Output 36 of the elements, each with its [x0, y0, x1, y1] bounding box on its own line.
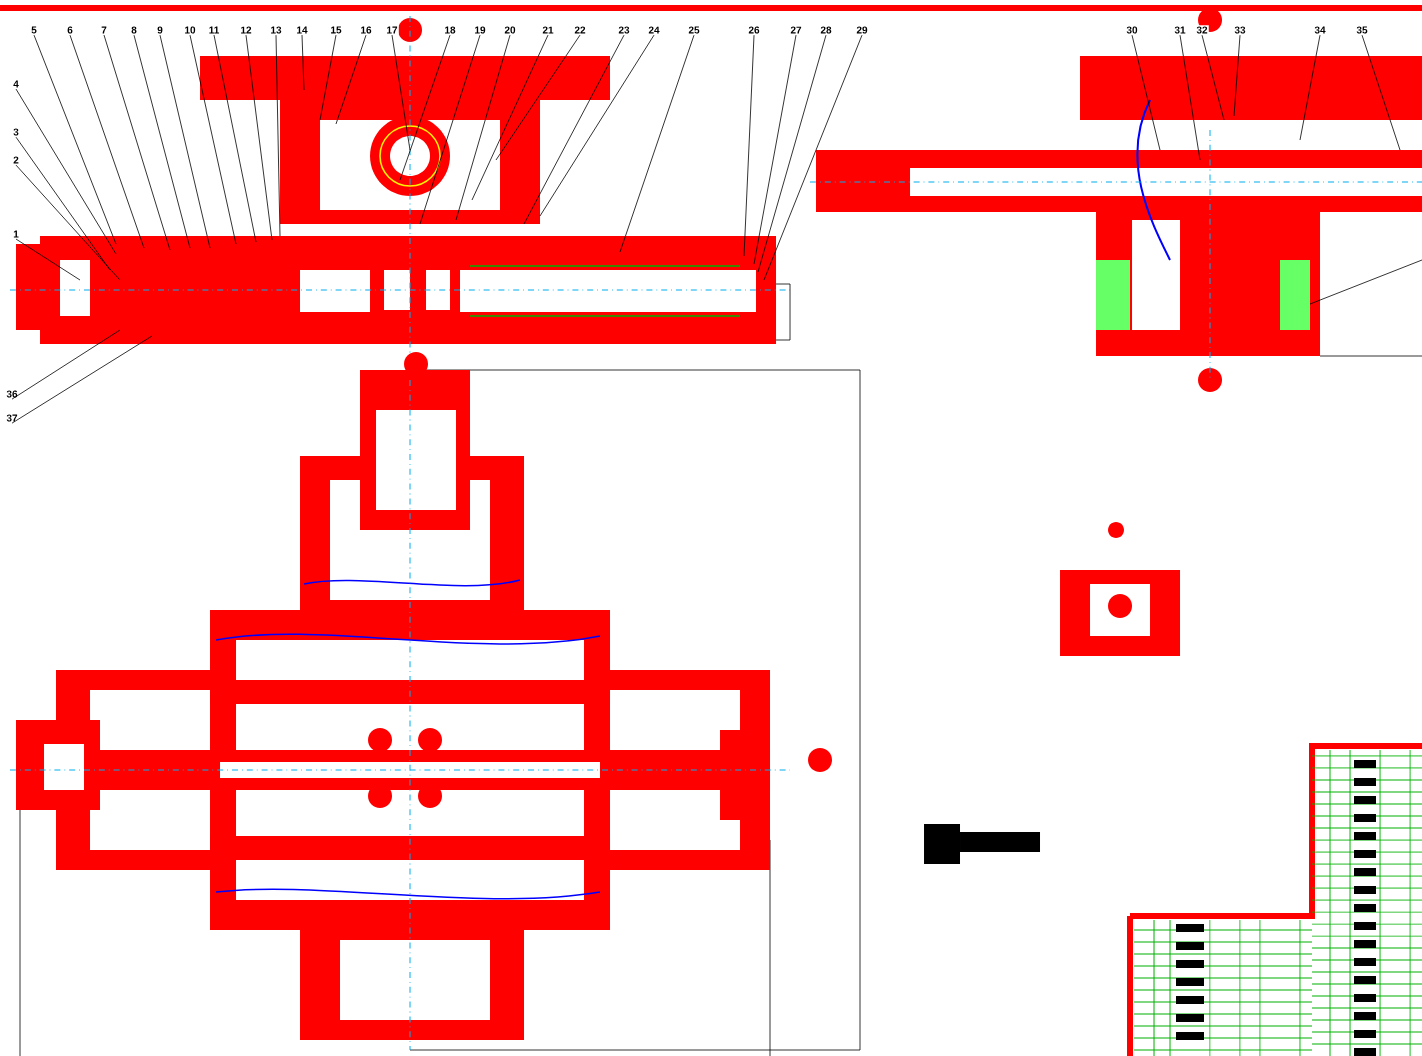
leader-line [275, 34, 281, 237]
leader-line [15, 164, 121, 281]
leader-line [619, 34, 695, 253]
leader-line [757, 34, 827, 273]
leader-line [15, 88, 117, 255]
leader-line [133, 34, 191, 249]
leader-line [189, 34, 237, 245]
leader-line [213, 34, 257, 243]
leader-line [11, 329, 121, 400]
leader-line [399, 34, 451, 181]
leader-line [763, 34, 863, 281]
leader-line [1179, 34, 1201, 161]
leader-line [495, 34, 581, 161]
leader-line [33, 34, 117, 245]
leader-line [335, 34, 367, 125]
leader-line [471, 34, 549, 201]
leader-line [391, 34, 411, 151]
leader-line [159, 34, 211, 249]
leader-line [103, 34, 171, 251]
leader-line [1361, 34, 1401, 151]
leader-line [743, 34, 755, 257]
leader-line [69, 34, 145, 249]
leader-line [1299, 34, 1321, 141]
leader-line [245, 34, 273, 241]
leader-line [1201, 34, 1225, 121]
leader-line [301, 34, 305, 91]
leader-line [419, 34, 481, 225]
leader-line [523, 34, 625, 225]
leader-line [455, 34, 511, 221]
leader-line [753, 34, 797, 265]
leader-line [319, 34, 337, 121]
leader-line [15, 136, 111, 271]
leader-line [539, 34, 655, 217]
leader-line [11, 335, 153, 424]
leader-line [1131, 34, 1161, 151]
leader-line [1233, 34, 1241, 117]
